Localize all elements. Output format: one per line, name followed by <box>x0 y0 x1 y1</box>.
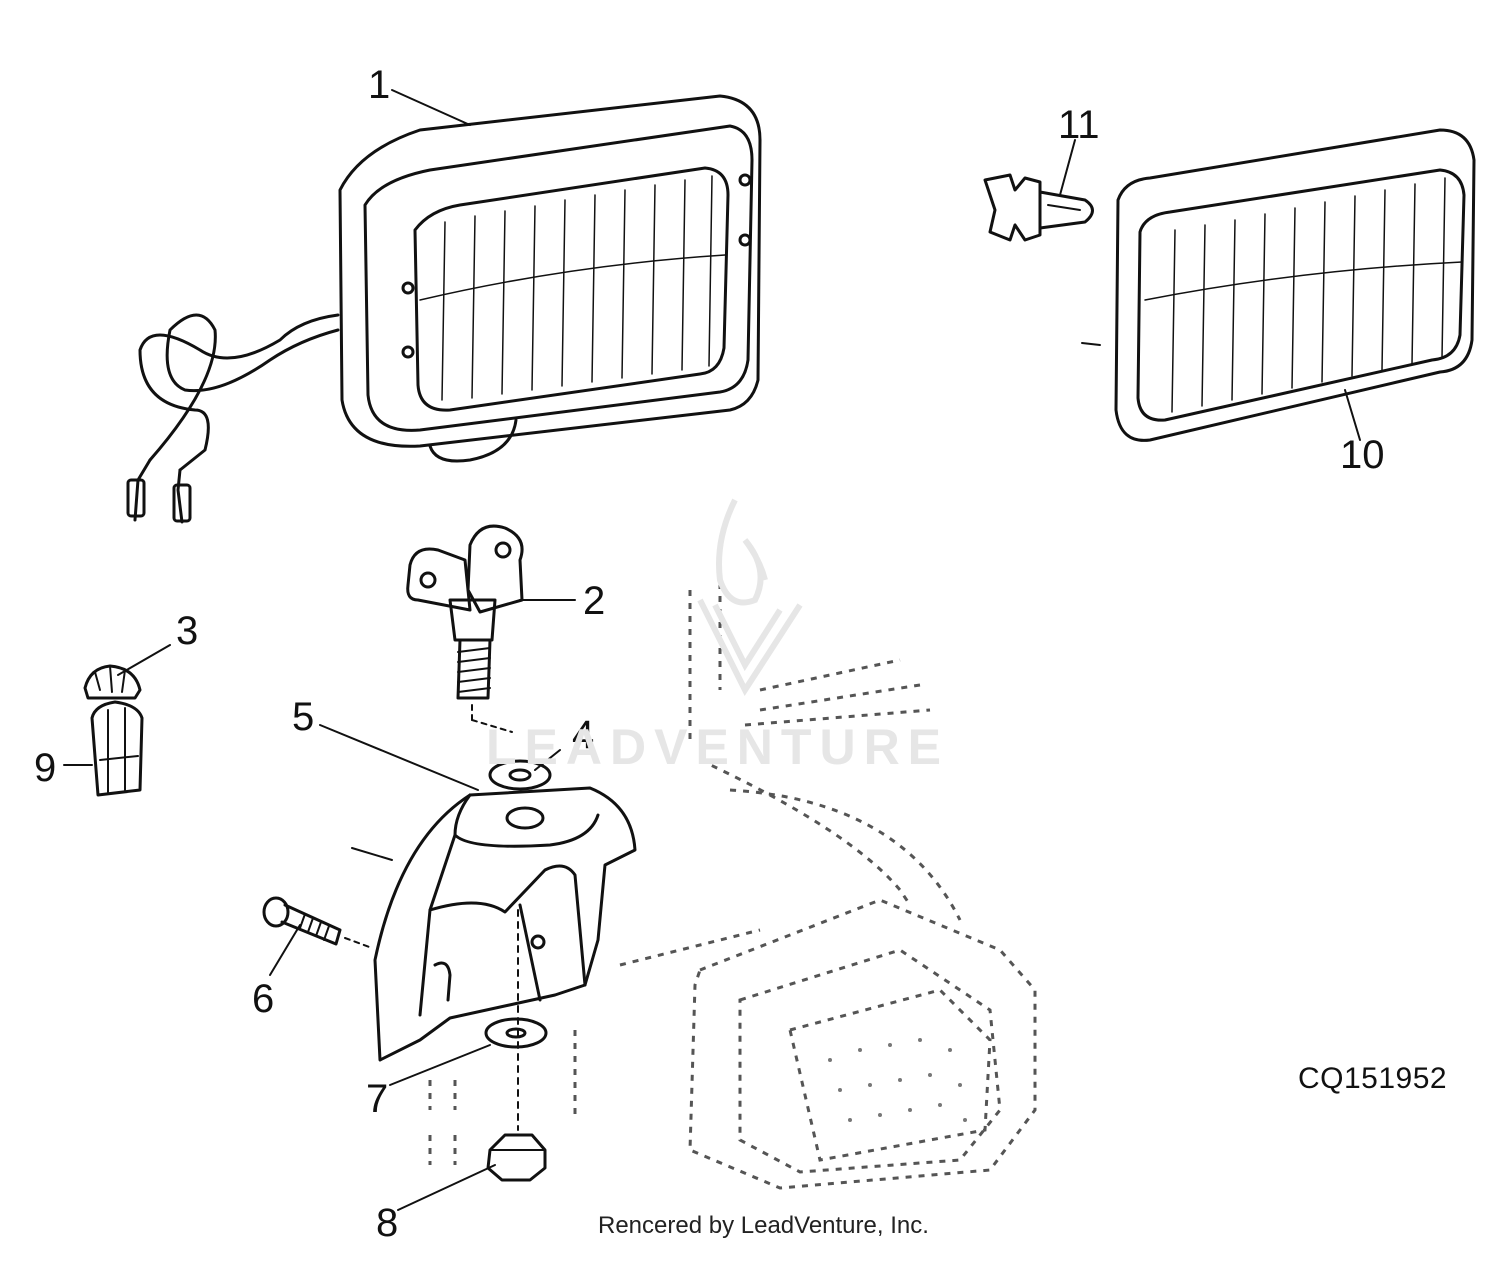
watermark-logo <box>697 498 803 697</box>
render-credit: Rencered by LeadVenture, Inc. <box>598 1212 929 1239</box>
context-outline <box>428 570 1037 1190</box>
swivel-bracket-bolt <box>406 524 524 733</box>
context-lens-dots <box>828 1038 967 1122</box>
switch-knob <box>83 664 142 700</box>
reference-code: CQ151952 <box>1298 1062 1448 1095</box>
callout-11: 11 <box>1058 103 1100 147</box>
callout-labels: 1 2 3 4 5 6 7 8 9 10 11 <box>34 63 1385 1245</box>
work-lamp-assembly <box>126 94 762 524</box>
lamp-lens-ridges <box>419 175 726 401</box>
rocker-switch <box>90 700 144 797</box>
sealed-beam-lamp <box>1081 128 1476 442</box>
callout-5: 5 <box>292 695 314 739</box>
carriage-bolt <box>262 896 373 949</box>
callout-3: 3 <box>176 609 198 653</box>
halogen-bulb <box>983 173 1094 242</box>
callout-9: 9 <box>34 746 56 790</box>
callout-7: 7 <box>366 1077 388 1121</box>
hex-nut <box>486 1133 547 1182</box>
lower-washer-hole <box>505 1027 527 1039</box>
sealed-beam-ridges <box>1144 177 1463 413</box>
upper-washer-hole <box>508 768 532 782</box>
callout-2: 2 <box>583 579 605 623</box>
upper-washer <box>488 759 552 791</box>
callout-8: 8 <box>376 1201 398 1245</box>
callout-1: 1 <box>368 63 390 107</box>
callout-6: 6 <box>252 977 274 1021</box>
leader-lines <box>63 89 1361 1211</box>
callout-10: 10 <box>1340 433 1385 477</box>
callout-4: 4 <box>572 713 594 757</box>
mounting-bracket <box>373 786 637 1062</box>
lower-washer <box>484 1017 548 1049</box>
watermark-text: LEADVENTURE <box>486 719 950 775</box>
